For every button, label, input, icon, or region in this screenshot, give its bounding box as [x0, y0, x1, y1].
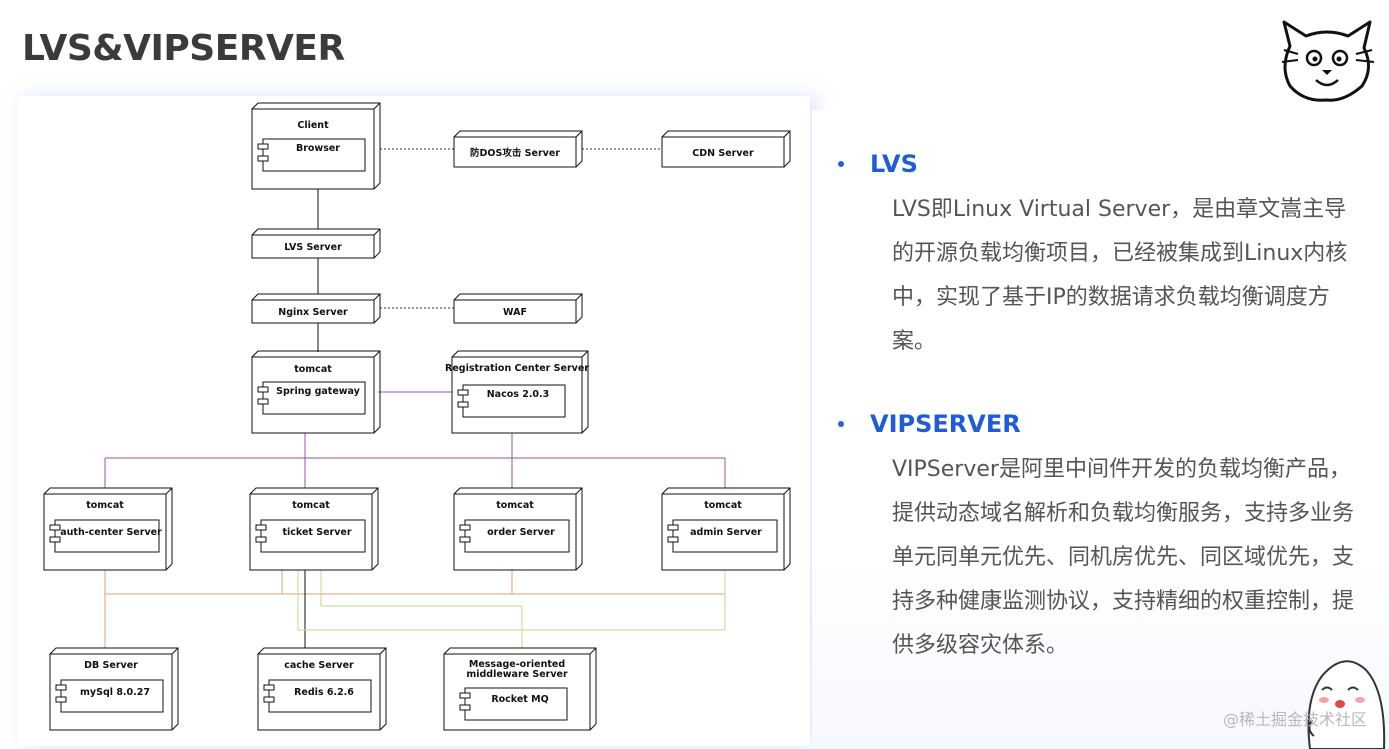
section-body-lvs: LVS即Linux Virtual Server，是由章文嵩主导的开源负载均衡项…: [892, 197, 1348, 354]
node-lvs-title: LVS Server: [284, 242, 342, 253]
node-gateway: tomcat Spring gateway: [251, 350, 381, 434]
component-order-server: order Server: [487, 527, 555, 538]
node-client: Client Browser: [251, 102, 381, 190]
blob-mascot-icon: [1307, 660, 1386, 749]
node-mq-title-line1: Message-oriented: [469, 659, 565, 670]
node-auth-title: tomcat: [86, 500, 124, 511]
node-admin-title: tomcat: [704, 500, 742, 511]
component-browser: Browser: [296, 143, 340, 154]
component-rocketmq: Rocket MQ: [491, 694, 548, 705]
node-order: tomcat order Server: [453, 487, 583, 571]
component-redis: Redis 6.2.6: [294, 687, 354, 698]
node-registry-title: Registration Center Server: [445, 363, 589, 374]
node-db-title: DB Server: [84, 660, 138, 671]
node-mq: Message-oriented middleware Server Rocke…: [443, 647, 597, 731]
node-antidos: 防DOS攻击 Server: [453, 130, 583, 168]
node-nginx: Nginx Server: [251, 293, 381, 324]
node-cache-title: cache Server: [284, 660, 354, 671]
component-auth-center: auth-center Server: [60, 527, 162, 538]
node-registry: Registration Center Server Nacos 2.0.3: [445, 350, 589, 434]
component-mysql: mySql 8.0.27: [80, 687, 150, 698]
node-nginx-title: Nginx Server: [278, 307, 348, 318]
component-admin-server: admin Server: [690, 527, 762, 538]
section-title-vipserver: VIPSERVER: [870, 410, 1021, 438]
node-cache: cache Server Redis 6.2.6: [257, 647, 387, 731]
watermark: @稀土掘金技术社区: [1222, 710, 1367, 729]
node-gateway-title: tomcat: [294, 364, 332, 375]
node-waf-title: WAF: [503, 307, 527, 318]
node-admin: tomcat admin Server: [661, 487, 791, 571]
node-client-title: Client: [297, 120, 329, 131]
node-db: DB Server mySql 8.0.27: [49, 647, 179, 731]
slide-title: LVS&VIPSERVER: [22, 28, 345, 69]
section-lvs: LVS LVS即Linux Virtual Server，是由章文嵩主导的开源负…: [812, 150, 1389, 364]
node-auth: tomcat auth-center Server: [43, 487, 173, 571]
node-cdn: CDN Server: [661, 130, 791, 168]
section-body-vipserver: VIPServer是阿里中间件开发的负载均衡产品，提供动态域名解析和负载均衡服务…: [892, 457, 1355, 658]
cat-doodle-icon: [1281, 20, 1375, 102]
node-ticket: tomcat ticket Server: [249, 487, 379, 571]
bullet-dot: [838, 161, 844, 167]
node-lvs: LVS Server: [251, 228, 381, 259]
node-order-title: tomcat: [496, 500, 534, 511]
node-mq-title-line2: middleware Server: [466, 669, 568, 680]
node-waf: WAF: [453, 293, 583, 324]
connector-lines: [104, 148, 726, 648]
description-panel: LVS LVS即Linux Virtual Server，是由章文嵩主导的开源负…: [812, 110, 1389, 749]
section-title-lvs: LVS: [870, 150, 918, 178]
component-nacos: Nacos 2.0.3: [487, 389, 550, 400]
component-ticket-server: ticket Server: [282, 527, 351, 538]
architecture-diagram: Client Browser 防DOS攻击 Server CDN Server …: [18, 96, 810, 746]
bullet-dot: [838, 421, 844, 427]
section-vipserver: VIPSERVER VIPServer是阿里中间件开发的负载均衡产品，提供动态域…: [812, 410, 1389, 668]
node-cdn-title: CDN Server: [692, 148, 754, 159]
component-spring-gateway: Spring gateway: [276, 386, 361, 397]
node-antidos-title: 防DOS攻击 Server: [470, 147, 560, 159]
node-ticket-title: tomcat: [292, 500, 330, 511]
